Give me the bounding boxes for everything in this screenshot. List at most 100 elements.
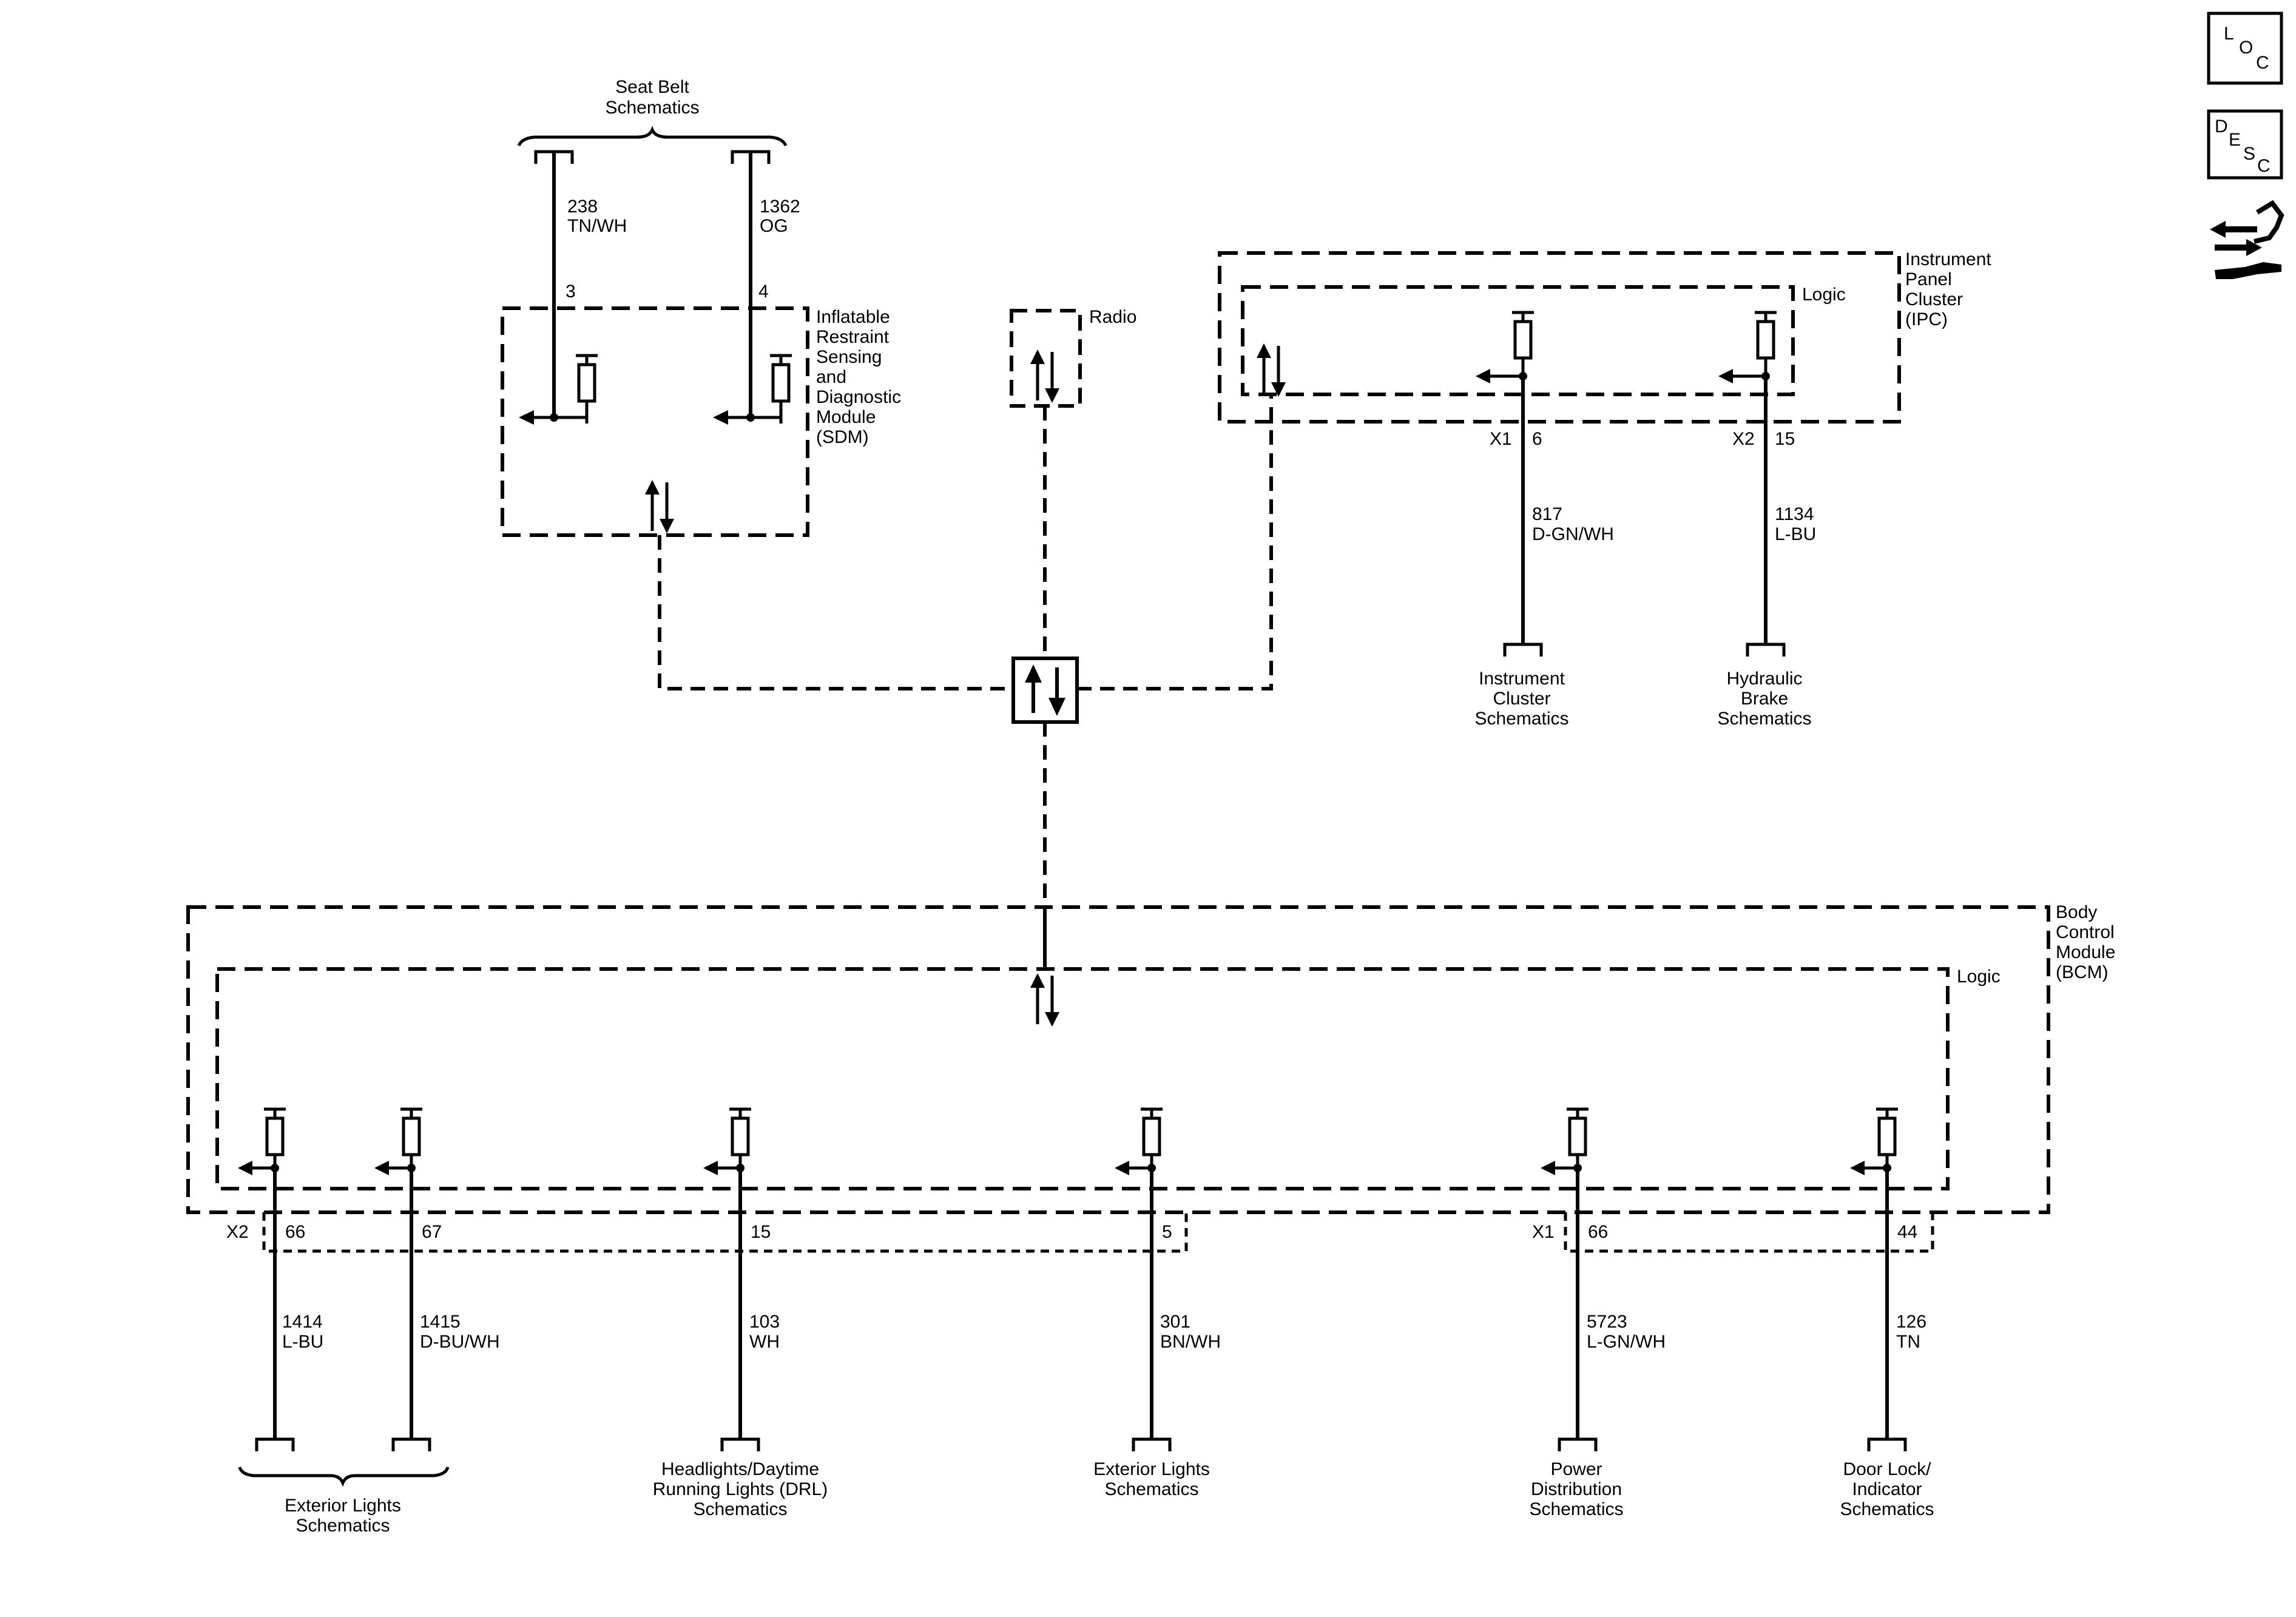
bcm-circuit-3-color: WH bbox=[749, 1332, 780, 1352]
exterior-lights-schematics-label-2: Exterior Lights Schematics bbox=[1093, 1459, 1210, 1499]
svg-text:Schematics: Schematics bbox=[1104, 1479, 1198, 1499]
sdm-circuit-2-number: 1362 bbox=[760, 197, 800, 217]
svg-text:Indicator: Indicator bbox=[1852, 1479, 1922, 1499]
radio-serial-data-icon bbox=[1030, 349, 1059, 403]
seat-belt-label-2: Schematics bbox=[605, 98, 699, 118]
ipc-circuit-2-color: L-BU bbox=[1775, 524, 1816, 544]
bcm-circuit-4 bbox=[1115, 1109, 1163, 1439]
svg-text:Module: Module bbox=[2056, 942, 2115, 962]
sdm-label: Inflatable Restraint Sensing and Diagnos… bbox=[816, 307, 901, 447]
svg-text:D: D bbox=[2215, 116, 2228, 137]
svg-text:Schematics: Schematics bbox=[1474, 709, 1568, 729]
bcm-circuit-4-color: BN/WH bbox=[1160, 1332, 1221, 1352]
bcm-circuit-4-number: 301 bbox=[1160, 1312, 1190, 1332]
svg-text:Door Lock/: Door Lock/ bbox=[1843, 1459, 1931, 1479]
svg-text:Schematics: Schematics bbox=[1529, 1499, 1623, 1519]
svg-text:C: C bbox=[2256, 53, 2269, 73]
svg-text:Panel: Panel bbox=[1905, 269, 1952, 289]
seat-belt-connector-1 bbox=[534, 150, 771, 164]
splice-pack-arrows-icon bbox=[1025, 664, 1065, 716]
bcm-box bbox=[186, 905, 2050, 1214]
svg-text:Cluster: Cluster bbox=[1493, 689, 1550, 709]
exterior-lights-schematics-label-1: Exterior Lights Schematics bbox=[285, 1496, 401, 1536]
ipc-internal-pullup-1 bbox=[1476, 312, 1534, 383]
svg-text:Instrument: Instrument bbox=[1479, 669, 1565, 689]
ipc-circuit-2-number: 1134 bbox=[1775, 504, 1814, 524]
svg-text:Schematics: Schematics bbox=[693, 1499, 787, 1519]
svg-text:(BCM): (BCM) bbox=[2056, 962, 2109, 982]
bcm-pin-2: 67 bbox=[422, 1222, 442, 1242]
ipc-connector-x1: X1 bbox=[1490, 429, 1512, 449]
svg-text:Module: Module bbox=[816, 407, 876, 427]
bcm-pin-4: 5 bbox=[1162, 1222, 1172, 1242]
svg-text:Body: Body bbox=[2056, 902, 2097, 922]
bcm-circuit-3 bbox=[703, 1109, 751, 1439]
connector-tool-icon[interactable] bbox=[2210, 200, 2284, 279]
seat-belt-label-1: Seat Belt bbox=[615, 77, 689, 97]
svg-text:Brake: Brake bbox=[1741, 689, 1788, 709]
bcm-pin-1: 66 bbox=[285, 1222, 305, 1242]
svg-text:Control: Control bbox=[2056, 922, 2115, 942]
bcm-connector-x1: X1 bbox=[1532, 1222, 1555, 1242]
door-lock-indicator-schematics-label: Door Lock/ Indicator Schematics bbox=[1840, 1459, 1934, 1519]
ipc-serial-data-icon bbox=[1257, 343, 1286, 397]
svg-text:Distribution: Distribution bbox=[1531, 1479, 1622, 1499]
bcm-circuit-6-number: 126 bbox=[1896, 1312, 1926, 1332]
ipc-logic-box bbox=[1241, 285, 1795, 396]
bcm-circuit-1 bbox=[238, 1109, 286, 1439]
ipc-circuit-1-color: D-GN/WH bbox=[1532, 524, 1614, 544]
svg-text:Schematics: Schematics bbox=[1717, 709, 1811, 729]
svg-text:S: S bbox=[2243, 144, 2255, 164]
sdm-circuit-2-color: OG bbox=[760, 216, 788, 236]
exterior-lights-bracket bbox=[238, 1467, 450, 1487]
svg-text:L: L bbox=[2224, 24, 2234, 44]
bcm-circuit-5-color: L-GN/WH bbox=[1587, 1332, 1666, 1352]
svg-text:C: C bbox=[2257, 156, 2271, 176]
ipc-pin-6: 6 bbox=[1532, 429, 1542, 449]
bcm-circuit-1-number: 1414 bbox=[282, 1312, 323, 1332]
sdm-serial-data-icon bbox=[645, 480, 674, 533]
ipc-box bbox=[1218, 251, 1901, 424]
svg-text:Power: Power bbox=[1550, 1459, 1602, 1479]
bcm-logic-box bbox=[215, 967, 1950, 1190]
svg-text:(SDM): (SDM) bbox=[816, 427, 869, 447]
bcm-circuit-2-number: 1415 bbox=[420, 1312, 461, 1332]
bcm-pin-5: 66 bbox=[1588, 1222, 1608, 1242]
sdm-circuit-1-number: 238 bbox=[567, 197, 598, 217]
ipc-internal-pullup-2 bbox=[1718, 312, 1777, 383]
loc-icon[interactable]: L O C bbox=[2207, 12, 2283, 85]
bcm-pin-6: 44 bbox=[1897, 1222, 1917, 1242]
bcm-circuit-6-color: TN bbox=[1896, 1332, 1920, 1352]
bcm-connector-x2: X2 bbox=[226, 1222, 249, 1242]
sdm-circuit-1-color: TN/WH bbox=[567, 216, 627, 236]
splice-pack bbox=[1011, 657, 1079, 724]
svg-text:Cluster: Cluster bbox=[1905, 289, 1963, 309]
desc-icon[interactable]: D E S C bbox=[2207, 109, 2283, 180]
ipc-pin-15: 15 bbox=[1775, 429, 1795, 449]
bcm-circuit-2-color: D-BU/WH bbox=[420, 1332, 500, 1352]
sdm-pin-3: 3 bbox=[566, 282, 576, 302]
bcm-dest-connectors bbox=[255, 1437, 1907, 1451]
svg-text:Running Lights (DRL): Running Lights (DRL) bbox=[653, 1479, 828, 1499]
svg-text:E: E bbox=[2229, 130, 2241, 150]
bcm-circuit-5 bbox=[1541, 1109, 1589, 1439]
sdm-box bbox=[501, 306, 809, 537]
svg-text:O: O bbox=[2239, 38, 2253, 58]
ipc-circuit-wires bbox=[1521, 376, 1768, 644]
headlights-drl-schematics-label: Headlights/Daytime Running Lights (DRL) … bbox=[653, 1459, 828, 1519]
serial-data-lines bbox=[658, 393, 1273, 905]
power-distribution-schematics-label: Power Distribution Schematics bbox=[1529, 1459, 1623, 1519]
bcm-circuit-2 bbox=[374, 1109, 422, 1439]
sdm-circuit-wires bbox=[552, 152, 752, 417]
svg-text:Hydraulic: Hydraulic bbox=[1726, 669, 1802, 689]
ipc-label: Instrument Panel Cluster (IPC) bbox=[1905, 249, 1991, 329]
bcm-connector-outlines bbox=[262, 1212, 1934, 1253]
svg-text:Diagnostic: Diagnostic bbox=[816, 387, 901, 407]
svg-text:Inflatable: Inflatable bbox=[816, 307, 890, 327]
radio-box bbox=[1010, 309, 1082, 408]
ipc-connector-x2: X2 bbox=[1732, 429, 1755, 449]
svg-text:Schematics: Schematics bbox=[1840, 1499, 1934, 1519]
svg-text:Sensing: Sensing bbox=[816, 347, 882, 367]
seat-belt-bracket bbox=[517, 126, 788, 147]
